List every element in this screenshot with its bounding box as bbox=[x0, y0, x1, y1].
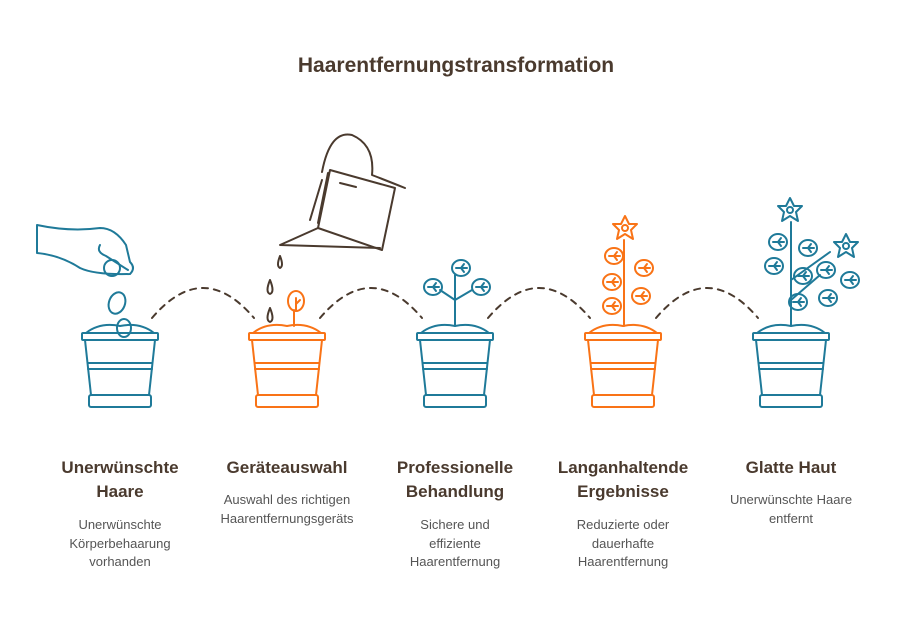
full-bloom-plant-icon bbox=[752, 197, 860, 408]
step-1: Unerwünschte Haare Unerwünschte Körperbe… bbox=[35, 456, 205, 572]
young-plant-icon bbox=[416, 259, 494, 408]
step-title: Unerwünschte Haare bbox=[61, 458, 179, 501]
step-4: Langanhaltende Ergebnisse Reduzierte ode… bbox=[538, 456, 708, 572]
step-5: Glatte Haut Unerwünschte Haare entfernt bbox=[706, 456, 876, 528]
pot-2 bbox=[248, 323, 326, 408]
step-title: Langanhaltende Ergebnisse bbox=[557, 458, 689, 501]
step-description: Sichere und effiziente Haarentfernung bbox=[409, 517, 501, 569]
connector-2-3 bbox=[319, 287, 423, 319]
step-description: Reduzierte oder dauerhafte Haarentfernun… bbox=[576, 517, 670, 569]
dashed-connectors bbox=[151, 287, 759, 319]
connector-3-4 bbox=[487, 287, 591, 319]
step-title: Professionelle Behandlung bbox=[396, 458, 514, 501]
connector-1-2 bbox=[151, 287, 255, 319]
step-2: Geräteauswahl Auswahl des richtigen Haar… bbox=[202, 456, 372, 528]
step-description: Auswahl des richtigen Haarentfernungsger… bbox=[220, 492, 354, 526]
step-title: Glatte Haut bbox=[745, 458, 837, 477]
watering-can-sprout-icon bbox=[248, 133, 406, 408]
step-description: Unerwünschte Haare entfernt bbox=[729, 492, 853, 526]
step-description: Unerwünschte Körperbehaarung vorhanden bbox=[69, 517, 171, 569]
pot-1 bbox=[81, 323, 159, 408]
step-title: Geräteauswahl bbox=[226, 458, 348, 477]
flowering-plant-icon bbox=[584, 215, 662, 408]
hand-seeds-icon bbox=[36, 224, 159, 408]
step-3: Professionelle Behandlung Sichere und ef… bbox=[370, 456, 540, 572]
connector-4-5 bbox=[655, 287, 759, 319]
page-title: Haarentfernungstransformation bbox=[297, 54, 615, 77]
